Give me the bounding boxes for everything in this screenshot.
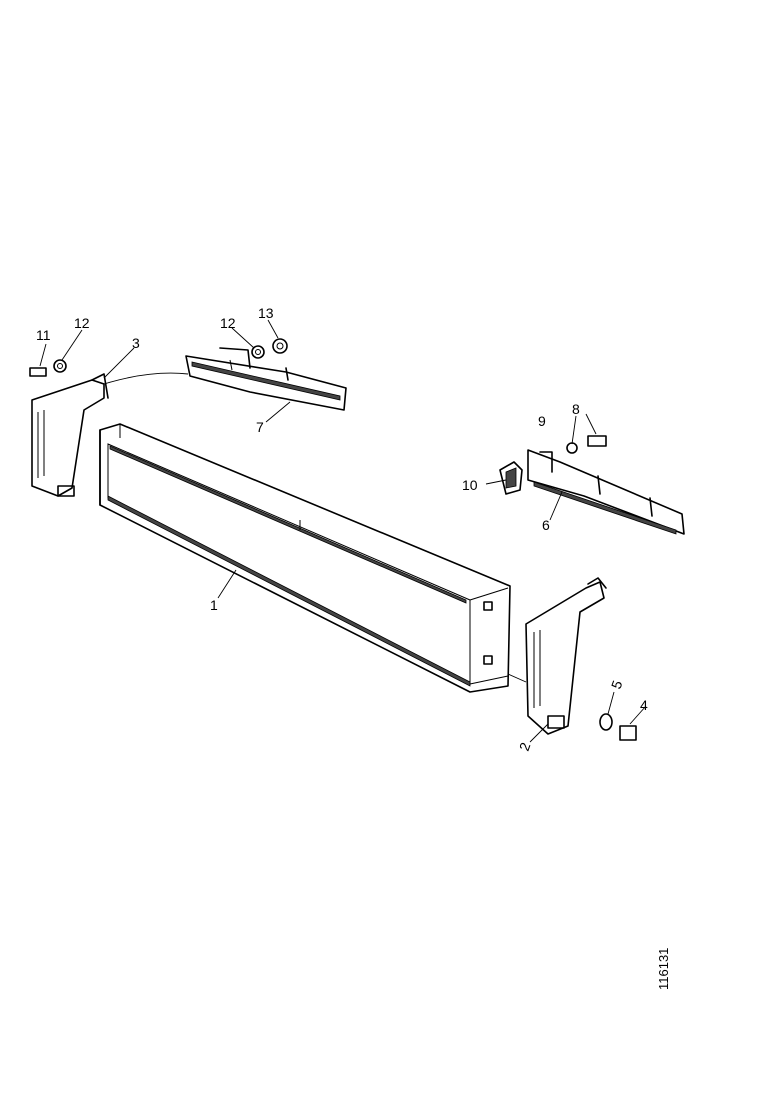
fasteners <box>29 338 637 741</box>
figure-reference: 116131 <box>656 948 671 990</box>
callout-10: 10 <box>462 477 478 493</box>
callout-2: 2 <box>516 740 534 753</box>
callout-1: 1 <box>210 597 218 613</box>
callout-4: 4 <box>640 697 648 713</box>
callout-8: 8 <box>572 401 580 417</box>
callout-7: 7 <box>256 419 264 435</box>
callout-13: 13 <box>258 305 274 321</box>
callout-12-left: 12 <box>74 315 90 331</box>
callout-9: 9 <box>538 413 546 429</box>
tab-part-10 <box>499 461 523 495</box>
callout-3: 3 <box>132 335 140 351</box>
callouts: 1 2 3 4 5 6 7 8 9 10 11 12 12 13 <box>36 305 648 753</box>
callout-12-top: 12 <box>220 315 236 331</box>
leader-lines <box>39 319 647 743</box>
rail-part-7 <box>185 347 347 411</box>
rail-part-6 <box>527 449 685 535</box>
left-bracket-part-3 <box>31 373 109 497</box>
housing-part-1 <box>99 423 511 693</box>
callout-11: 11 <box>36 327 51 343</box>
right-bracket-part-2 <box>525 577 607 735</box>
callout-6: 6 <box>542 517 550 533</box>
callout-5: 5 <box>608 678 626 691</box>
